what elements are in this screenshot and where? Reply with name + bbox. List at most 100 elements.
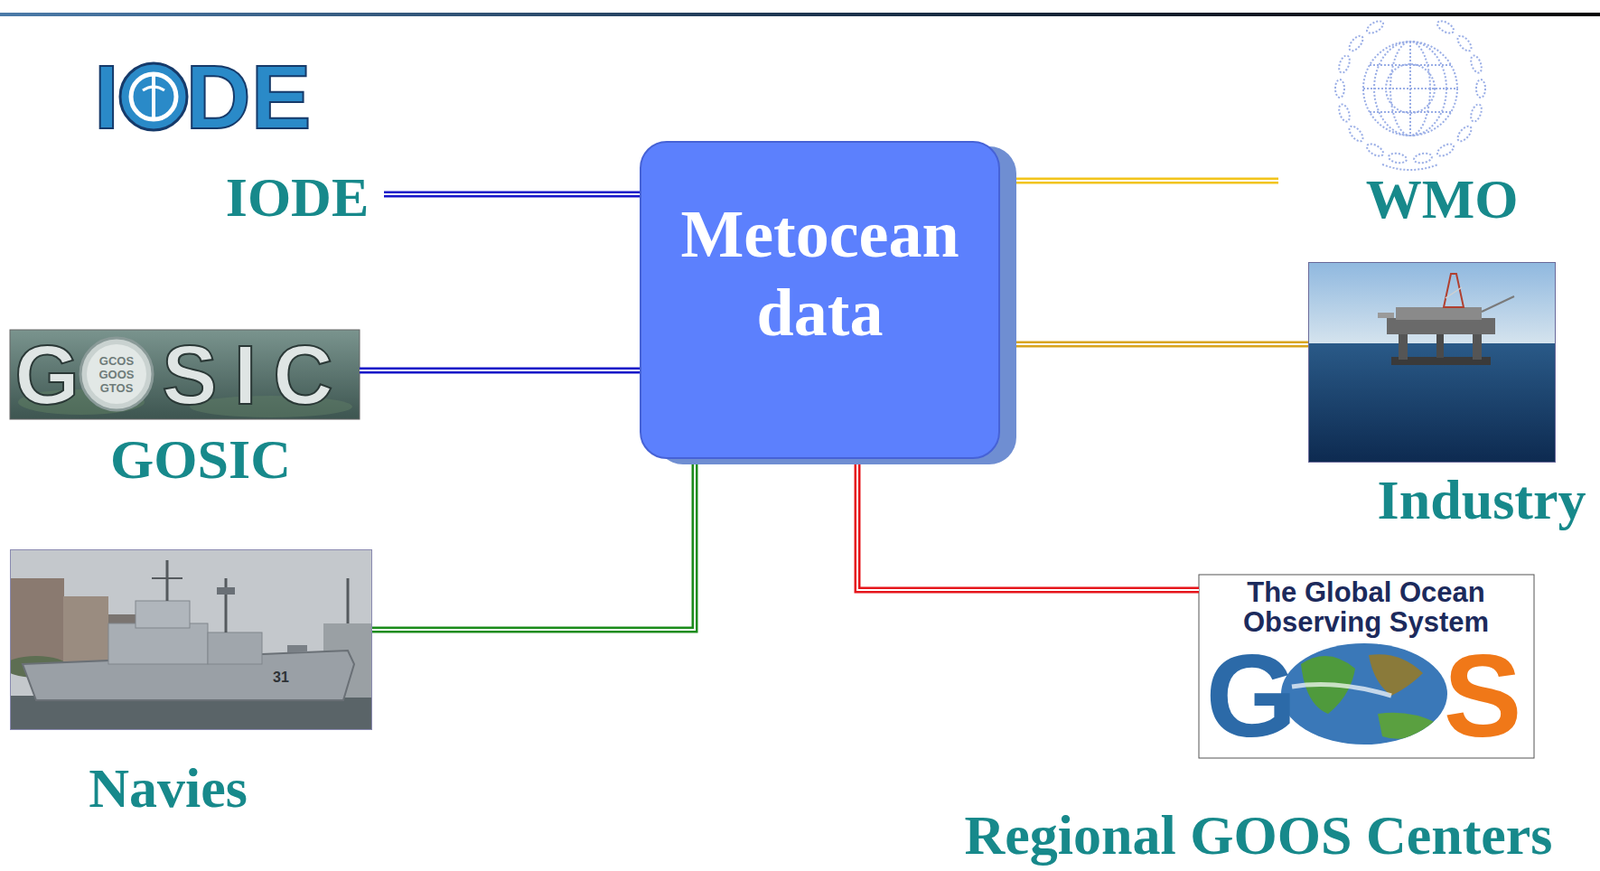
- node-caption: Navies: [88, 759, 248, 816]
- crane: [1481, 296, 1515, 312]
- box-label: Metocean data: [659, 195, 981, 353]
- connector-line: [359, 367, 640, 375]
- gosic-logo: [9, 329, 360, 420]
- upper-deck: [1395, 307, 1482, 320]
- connector-line: [383, 191, 640, 198]
- leaf: [1337, 54, 1352, 75]
- leaf: [1469, 102, 1484, 123]
- sea: [1308, 343, 1556, 463]
- double-line-connector: [372, 458, 695, 630]
- parallel: [1385, 64, 1435, 113]
- derrick-brace: [1445, 287, 1462, 299]
- emblem-mark: [151, 72, 156, 122]
- leaf: [1387, 151, 1407, 164]
- leaf: [1455, 123, 1475, 144]
- logo-small-text: GCOS: [99, 355, 134, 367]
- connector-line: [1000, 341, 1309, 348]
- connector-gap: [1000, 343, 1309, 346]
- connector-gap: [359, 369, 640, 372]
- node-caption: IODE: [225, 168, 369, 225]
- leaf: [1412, 151, 1432, 164]
- leaf: [1435, 141, 1456, 160]
- globe: [1363, 41, 1458, 136]
- mast: [346, 578, 350, 624]
- double-line-connector: [857, 458, 1199, 590]
- deck: [1386, 318, 1496, 335]
- connector-line: [372, 458, 695, 630]
- logo-ground: [9, 329, 360, 420]
- sky: [1308, 261, 1556, 346]
- top-bar: [0, 12, 1600, 17]
- leaf: [1365, 141, 1385, 160]
- photo-frame: [1308, 261, 1556, 463]
- logo-letters: SIC: [161, 333, 349, 417]
- globe: [1281, 643, 1448, 745]
- column: [1398, 332, 1408, 360]
- column: [1472, 332, 1482, 360]
- radar: [216, 587, 235, 595]
- building: [9, 578, 65, 665]
- emblem-mark: [142, 86, 165, 91]
- node-caption: WMO: [1366, 170, 1519, 227]
- logo-node: WMO: [1278, 8, 1536, 232]
- gun: [287, 645, 308, 653]
- double-line-connector: [1000, 344, 1309, 346]
- superstructure: [108, 623, 208, 665]
- double-line-connector: [359, 370, 640, 372]
- connector-line: [1000, 177, 1279, 185]
- parallel: [1369, 111, 1451, 113]
- connector-gap: [372, 458, 695, 630]
- photo-node: Navies: [9, 549, 373, 730]
- node-caption: Regional GOOS Centers: [964, 806, 1554, 863]
- leaf: [1335, 79, 1345, 98]
- mast: [224, 578, 228, 633]
- logo-small-text: GOOS: [98, 368, 134, 381]
- node-caption: Industry: [1377, 471, 1587, 528]
- leaf: [1455, 33, 1475, 54]
- connector-gap: [1000, 179, 1279, 182]
- column: [1436, 332, 1444, 358]
- leaf: [1337, 102, 1352, 123]
- goos-logo: [1198, 574, 1535, 758]
- hull-number: 31: [272, 670, 290, 685]
- ship-photo: [9, 549, 373, 730]
- logo-frame: [1198, 574, 1535, 758]
- logo-letter: G: [14, 333, 80, 417]
- leaf: [1435, 18, 1456, 37]
- leaf: [1365, 18, 1385, 37]
- sky: [9, 549, 373, 730]
- cloud: [1291, 684, 1392, 696]
- photo-node: Industry: [1308, 261, 1556, 463]
- land: [1377, 712, 1437, 740]
- iode-emblem: [120, 63, 188, 131]
- logo-circle: [86, 344, 147, 404]
- mast: [166, 560, 169, 601]
- data-hub-box: Metocean data: [639, 140, 1001, 459]
- helideck: [1377, 312, 1395, 319]
- logo-small-text: GTOS: [100, 382, 134, 394]
- platform-photo: [1308, 261, 1556, 463]
- building: [63, 596, 109, 665]
- leaf: [1347, 123, 1367, 144]
- logo-letters: DE: [186, 51, 312, 142]
- photo-frame: [9, 549, 373, 730]
- logo-letter: I: [93, 51, 120, 142]
- connector-line: [857, 458, 1199, 590]
- logo-circle: [80, 337, 153, 411]
- ribbon: [1382, 164, 1439, 170]
- globe-land: [1291, 654, 1437, 740]
- wmo-emblem: [1335, 18, 1486, 170]
- derrick: [1443, 273, 1464, 308]
- double-line-connector: [1000, 180, 1279, 182]
- leaf: [1469, 54, 1484, 75]
- logo-letter: G: [1205, 636, 1297, 755]
- double-line-connector: [383, 194, 640, 196]
- superstructure: [207, 632, 262, 665]
- connector-gap: [857, 458, 1199, 590]
- leaf: [1347, 33, 1367, 54]
- connector-gap: [383, 193, 640, 196]
- logo-letter: S: [1443, 636, 1523, 755]
- leaf: [1476, 79, 1486, 98]
- node-caption: GOSIC: [110, 430, 291, 487]
- yard: [151, 577, 183, 580]
